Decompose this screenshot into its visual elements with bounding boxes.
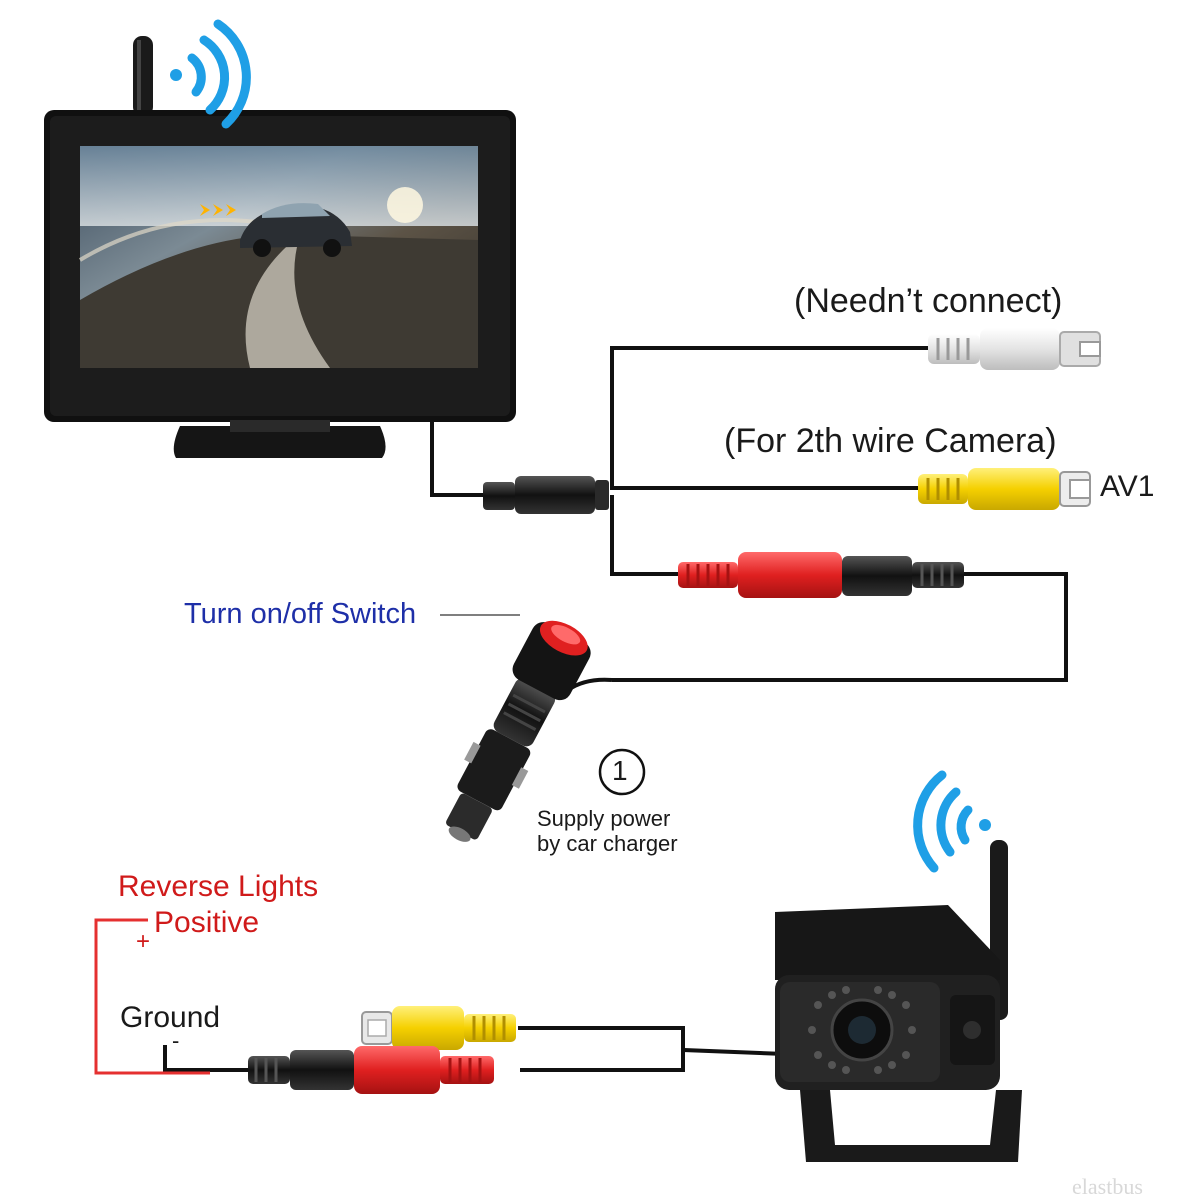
car-charger-icon bbox=[440, 614, 591, 842]
switch-label: Turn on/off Switch bbox=[184, 598, 417, 630]
wifi-icon bbox=[170, 19, 251, 129]
camera-rca-yellow bbox=[361, 1006, 516, 1050]
supply-label-line1: Supply power bbox=[537, 806, 671, 831]
neednt-connect-label: (Needn’t connect) bbox=[794, 282, 1063, 320]
ir-leds bbox=[808, 986, 916, 1074]
rca-plug-white bbox=[928, 328, 1101, 370]
power-loop-wire bbox=[612, 572, 1068, 682]
av1-label: AV1 bbox=[1100, 470, 1155, 503]
camera-power-coupler bbox=[248, 1046, 494, 1094]
road-chevrons bbox=[200, 204, 236, 216]
backup-camera-icon bbox=[775, 840, 1022, 1162]
rca-plug-yellow bbox=[918, 468, 1091, 510]
power-coupler bbox=[678, 552, 964, 598]
white-rca-wire bbox=[610, 346, 930, 490]
positive-sign: + bbox=[136, 928, 151, 955]
monitor-cable bbox=[430, 420, 485, 497]
negative-sign: - bbox=[172, 1028, 180, 1053]
monitor-icon bbox=[44, 36, 516, 458]
ground-label: Ground bbox=[120, 1001, 221, 1034]
camera-yellow-wire bbox=[518, 1026, 685, 1050]
watermark: elastbus bbox=[1072, 1174, 1143, 1199]
antenna-icon bbox=[133, 36, 153, 116]
camera-wifi-icon bbox=[913, 770, 991, 873]
reverse-positive-wire bbox=[94, 918, 210, 1075]
car-on-screen bbox=[240, 203, 352, 257]
camera-bracket bbox=[800, 1090, 1022, 1162]
reverse-lights-label-line1: Reverse Lights bbox=[118, 870, 319, 903]
reverse-lights-label-line2: Positive bbox=[154, 906, 260, 939]
step-number: 1 bbox=[612, 755, 628, 786]
step-circle bbox=[598, 748, 646, 796]
sun-glare bbox=[387, 187, 423, 223]
second-camera-label: (For 2th wire Camera) bbox=[724, 422, 1057, 460]
monitor-connector bbox=[483, 476, 609, 514]
monitor-stand bbox=[173, 426, 386, 458]
supply-label-line2: by car charger bbox=[537, 831, 678, 856]
red-rca-wire bbox=[610, 495, 680, 576]
ground-wire bbox=[163, 1045, 250, 1072]
